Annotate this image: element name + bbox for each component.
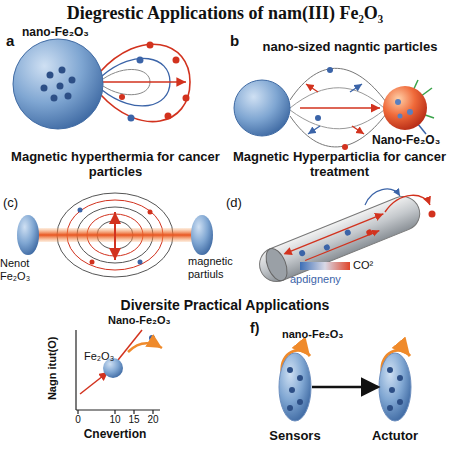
axis-title: Nagn itut(O) [46,323,59,413]
tick-label: 20 [141,414,165,426]
dot [429,211,436,218]
nanoparticle-sphere [13,39,103,129]
panel-letter: b [230,32,244,49]
plot-line [80,372,108,394]
device-oval: Actutor [378,352,412,422]
oval-shape [378,352,412,422]
flow-arrow [385,195,430,212]
gradient-bar [300,262,350,270]
panel-heading: Magnetic hyperthermia for cancer particl… [8,150,223,180]
tick-label: 15 [122,414,146,426]
magnet-sphere [234,80,290,136]
red-nanoparticle [383,80,434,134]
particle-ellipsoid [191,215,213,255]
orange-arrow [128,343,162,352]
tick-label: 10 [103,414,127,426]
gradient-label: CO² [353,259,393,272]
field-arrow [114,235,116,260]
particle-label: Nano-Fe₂O₃ [372,134,448,148]
particle-label: nano-Fe₂O₃ [22,26,112,40]
particle-ellipsoid [17,215,39,255]
panel-letter: f) [250,320,274,336]
panel-letter: a [6,32,20,49]
gradient-label: apdigneny [290,273,380,286]
diagram-title: Diegrestic Applications of nam(III) Fe₂O… [0,3,450,24]
dot [149,335,155,341]
field-lines-b [290,67,386,150]
tick-label: 0 [66,414,90,426]
flow-arrow [365,189,400,205]
panel-letter: (d) [226,196,256,211]
transition-arrow [312,386,378,389]
node-label: Sensors [255,428,335,443]
panel-heading: Magnetic Hyperparticlia for cancer treat… [232,150,447,180]
particle-label: nano-Fe₂O₃ [282,328,372,341]
node-label: Actutor [355,428,435,443]
section-heading: Diversite Practical Applications [40,297,410,313]
particle-label: Fe₂O₃ [84,350,134,363]
field-arrow [114,212,116,235]
panel-heading: nano-sized nagntic particles [250,40,450,55]
treatment-cylinder [254,191,424,286]
panel-letter: (c) [3,196,33,211]
particle-label: Nano-Fe₂O₃ [108,314,198,327]
particle-label: magnetic partiuls [188,255,250,280]
axis-title: Cnevertion [70,428,160,442]
device-oval: Sensors [278,352,312,422]
particle-label: Nenot Fe₂O₃ [0,257,48,282]
oval-shape [278,352,312,422]
